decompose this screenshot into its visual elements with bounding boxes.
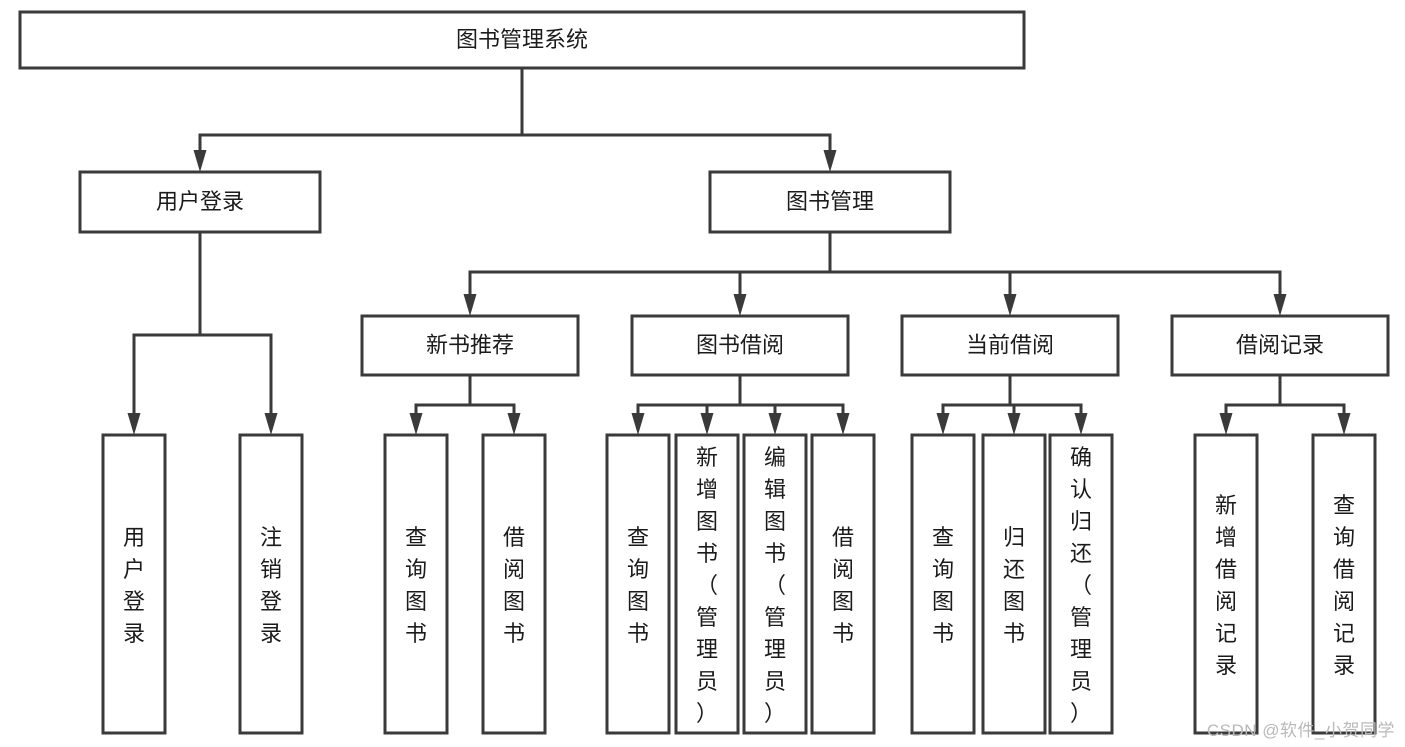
node-leaf-bb-add-book[interactable]: 新增图书（管理员） — [674, 433, 740, 735]
node-book-borrow[interactable]: 图书借阅 — [630, 314, 850, 377]
arrow-icon — [1074, 413, 1088, 435]
connector-conn-book-manage — [463, 230, 1287, 316]
arrow-icon — [463, 294, 477, 316]
arrow-icon — [1219, 413, 1233, 435]
node-box-leaf-cb-return-book — [981, 433, 1047, 735]
node-box-leaf-br-query-record — [1311, 433, 1377, 735]
arrow-icon — [409, 413, 423, 435]
node-label-book-manage: 图书管理 — [786, 189, 874, 214]
node-label-leaf-bb-edit-book: 编辑图书（管理员） — [764, 445, 786, 726]
arrow-icon — [700, 413, 714, 435]
node-leaf-bb-borrow-book[interactable]: 借阅图书 — [810, 433, 876, 735]
connector-edges-layer — [127, 66, 1351, 435]
arrow-icon — [264, 413, 278, 435]
node-label-leaf-bb-add-book: 新增图书（管理员） — [696, 445, 718, 726]
arrow-icon — [1337, 413, 1351, 435]
node-root[interactable]: 图书管理系统 — [18, 10, 1026, 70]
node-leaf-cb-confirm-return[interactable]: 确认归还（管理员） — [1048, 433, 1114, 735]
node-label-leaf-br-query-record: 查询借阅记录 — [1333, 493, 1355, 678]
node-leaf-cb-query-book[interactable]: 查询图书 — [910, 433, 976, 735]
arrow-icon — [823, 150, 837, 172]
node-box-book-borrow — [630, 314, 850, 377]
node-box-root — [18, 10, 1026, 70]
node-label-leaf-logout: 注销登录 — [260, 525, 282, 646]
connector-conn-new-book-rec — [409, 373, 521, 435]
arrow-icon — [127, 413, 141, 435]
connector-conn-user-login — [127, 230, 278, 435]
arrow-icon — [936, 413, 950, 435]
node-box-user-login — [78, 170, 322, 234]
node-label-user-login: 用户登录 — [156, 189, 244, 214]
node-label-book-borrow: 图书借阅 — [696, 332, 784, 357]
node-box-leaf-logout — [238, 433, 304, 735]
node-box-leaf-cb-confirm-return — [1048, 433, 1114, 735]
node-box-book-manage — [708, 170, 952, 234]
node-label-leaf-rec-query-book: 查询图书 — [405, 525, 427, 646]
node-box-leaf-rec-query-book — [383, 433, 449, 735]
node-box-leaf-bb-query-book — [605, 433, 671, 735]
connector-conn-root — [193, 66, 837, 172]
node-box-leaf-user-login — [101, 433, 167, 735]
node-box-leaf-rec-borrow-book — [481, 433, 547, 735]
node-label-leaf-bb-borrow-book: 借阅图书 — [832, 525, 854, 646]
node-label-leaf-bb-query-book: 查询图书 — [627, 525, 649, 646]
node-label-leaf-user-login: 用户登录 — [123, 525, 145, 646]
node-leaf-rec-query-book[interactable]: 查询图书 — [383, 433, 449, 735]
node-box-leaf-bb-edit-book — [742, 433, 808, 735]
watermark-text: CSDN @软件_小贺同学 — [1206, 721, 1395, 740]
node-label-leaf-br-add-record: 新增借阅记录 — [1215, 493, 1237, 678]
node-leaf-rec-borrow-book[interactable]: 借阅图书 — [481, 433, 547, 735]
node-leaf-logout[interactable]: 注销登录 — [238, 433, 304, 735]
node-boxes-layer: 图书管理系统用户登录图书管理新书推荐图书借阅当前借阅借阅记录用户登录注销登录查询… — [18, 10, 1390, 735]
connector-conn-book-borrow — [631, 373, 850, 435]
node-box-leaf-bb-borrow-book — [810, 433, 876, 735]
connector-conn-current-borrow — [936, 373, 1088, 435]
node-label-leaf-cb-return-book: 归还图书 — [1003, 525, 1025, 646]
arrow-icon — [733, 294, 747, 316]
node-current-borrow[interactable]: 当前借阅 — [900, 314, 1120, 377]
arrow-icon — [1273, 294, 1287, 316]
node-box-current-borrow — [900, 314, 1120, 377]
connector-conn-borrow-record — [1219, 373, 1351, 435]
node-borrow-record[interactable]: 借阅记录 — [1170, 314, 1390, 377]
arrow-icon — [193, 150, 207, 172]
arrow-icon — [836, 413, 850, 435]
node-label-current-borrow: 当前借阅 — [966, 332, 1054, 357]
node-label-leaf-cb-query-book: 查询图书 — [932, 525, 954, 646]
node-leaf-cb-return-book[interactable]: 归还图书 — [981, 433, 1047, 735]
node-box-new-book-rec — [360, 314, 580, 377]
node-label-leaf-rec-borrow-book: 借阅图书 — [503, 525, 525, 646]
node-box-leaf-cb-query-book — [910, 433, 976, 735]
node-leaf-user-login[interactable]: 用户登录 — [101, 433, 167, 735]
node-book-manage[interactable]: 图书管理 — [708, 170, 952, 234]
arrow-icon — [631, 413, 645, 435]
node-label-new-book-rec: 新书推荐 — [426, 332, 514, 357]
node-box-leaf-br-add-record — [1193, 433, 1259, 735]
arrow-icon — [1007, 413, 1021, 435]
node-user-login[interactable]: 用户登录 — [78, 170, 322, 234]
node-leaf-br-query-record[interactable]: 查询借阅记录 — [1311, 433, 1377, 735]
node-box-leaf-bb-add-book — [674, 433, 740, 735]
node-label-root: 图书管理系统 — [456, 27, 588, 52]
node-label-borrow-record: 借阅记录 — [1236, 332, 1324, 357]
node-box-borrow-record — [1170, 314, 1390, 377]
node-new-book-rec[interactable]: 新书推荐 — [360, 314, 580, 377]
arrow-icon — [1003, 294, 1017, 316]
arrow-icon — [507, 413, 521, 435]
node-label-leaf-cb-confirm-return: 确认归还（管理员） — [1070, 445, 1092, 726]
node-leaf-br-add-record[interactable]: 新增借阅记录 — [1193, 433, 1259, 735]
arrow-icon — [768, 413, 782, 435]
node-leaf-bb-edit-book[interactable]: 编辑图书（管理员） — [742, 433, 808, 735]
node-leaf-bb-query-book[interactable]: 查询图书 — [605, 433, 671, 735]
